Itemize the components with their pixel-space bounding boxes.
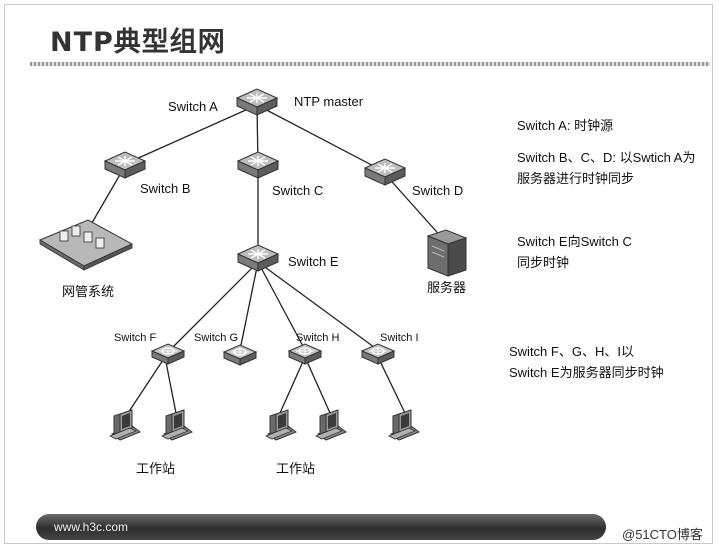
note-line: Switch A: 时钟源 <box>517 118 614 133</box>
workstation-icon <box>265 409 297 441</box>
switch-f-label: Switch F <box>114 332 157 344</box>
switch-f-icon <box>151 343 185 365</box>
nms-icon <box>38 219 134 271</box>
switch-i-label: Switch I <box>380 332 419 344</box>
footer-bar <box>36 514 606 540</box>
workstation-icon <box>388 409 420 441</box>
switch-c-label: Switch C <box>272 183 324 198</box>
switch-d-label: Switch D <box>412 183 464 198</box>
switch-h-icon <box>288 343 322 365</box>
switch-g-label: Switch G <box>194 332 239 344</box>
switch-a-label: Switch A <box>168 99 218 114</box>
nms-label: 网管系统 <box>62 284 115 299</box>
note-line: Switch E为服务器同步时钟 <box>509 365 664 380</box>
note-line: 同步时钟 <box>517 255 570 270</box>
page-title: NTP典型组网 <box>50 27 226 58</box>
server-icon <box>426 229 468 277</box>
note-line: Switch F、G、H、I以 <box>509 344 634 359</box>
switch-g-icon <box>223 344 257 366</box>
note-line: 服务器进行时钟同步 <box>517 171 635 186</box>
switch-c-icon <box>237 151 279 179</box>
workstation-label: 工作站 <box>276 461 316 476</box>
note-switch-a: Switch A: 时钟源 <box>517 115 613 136</box>
server-label: 服务器 <box>427 280 467 295</box>
note-line: Switch E向Switch C <box>517 234 632 249</box>
note-line: Switch B、C、D: 以Swtich A为 <box>517 150 696 165</box>
workstation-icon <box>315 409 347 441</box>
switch-d-icon <box>364 158 406 186</box>
title-divider <box>30 62 710 66</box>
ntp-master-label: NTP master <box>294 94 364 109</box>
workstation-icon <box>109 409 141 441</box>
note-switch-bcd: Switch B、C、D: 以Swtich A为 服务器进行时钟同步 <box>517 147 695 189</box>
switch-b-label: Switch B <box>140 181 191 196</box>
workstation-label: 工作站 <box>136 461 176 476</box>
switch-i-icon <box>361 343 395 365</box>
note-switch-e: Switch E向Switch C 同步时钟 <box>517 231 632 273</box>
switch-h-label: Switch H <box>296 332 340 344</box>
note-switch-fghi: Switch F、G、H、I以 Switch E为服务器同步时钟 <box>509 341 664 383</box>
workstation-icon <box>161 409 193 441</box>
slide-frame <box>4 4 713 544</box>
footer-url[interactable]: www.h3c.com <box>54 520 129 534</box>
watermark: @51CTO博客 <box>622 527 703 542</box>
switch-b-icon <box>104 151 146 179</box>
switch-e-icon <box>237 244 279 272</box>
switch-e-label: Switch E <box>288 254 339 269</box>
